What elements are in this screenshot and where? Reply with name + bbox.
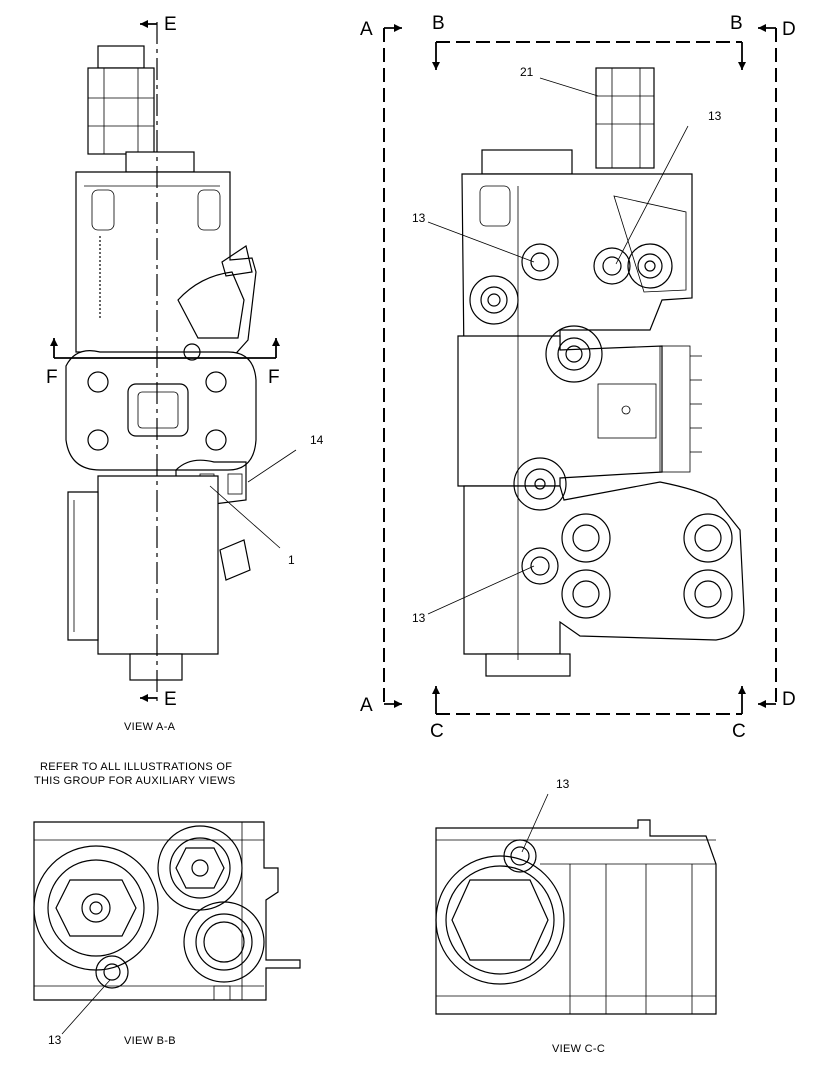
view-cc-drawing	[435, 793, 717, 1015]
section-mark-f-left: F	[46, 367, 58, 388]
main-view-drawing	[383, 24, 777, 715]
section-mark-b-left: B	[432, 13, 445, 34]
section-mark-a-bottom: A	[360, 695, 373, 716]
section-mark-e-bottom: E	[164, 689, 177, 710]
view-bb-drawing	[33, 821, 301, 1035]
section-mark-c-right: C	[732, 721, 746, 742]
section-mark-e-top: E	[164, 14, 177, 35]
note-line-1: REFER TO ALL ILLUSTRATIONS OF	[40, 761, 233, 773]
callout-13-upper-left: 13	[412, 211, 426, 225]
section-mark-f-right: F	[268, 367, 280, 388]
callout-13-view-cc: 13	[556, 777, 570, 791]
callout-13-lower: 13	[412, 611, 426, 625]
callout-14: 14	[310, 433, 324, 447]
note-line-2: THIS GROUP FOR AUXILIARY VIEWS	[34, 775, 236, 787]
section-mark-b-right: B	[730, 13, 743, 34]
view-aa-drawing	[50, 20, 297, 706]
callout-13-view-bb: 13	[48, 1033, 62, 1047]
section-mark-d-bottom: D	[782, 689, 796, 710]
callout-1: 1	[288, 553, 295, 567]
section-mark-a-top: A	[360, 19, 373, 40]
caption-view-aa: VIEW A-A	[124, 721, 176, 733]
caption-view-bb: VIEW B-B	[124, 1035, 176, 1047]
callout-21: 21	[520, 65, 534, 79]
section-mark-c-left: C	[430, 721, 444, 742]
section-mark-d-top: D	[782, 19, 796, 40]
caption-view-cc: VIEW C-C	[552, 1043, 606, 1055]
callout-13-upper-right: 13	[708, 109, 722, 123]
